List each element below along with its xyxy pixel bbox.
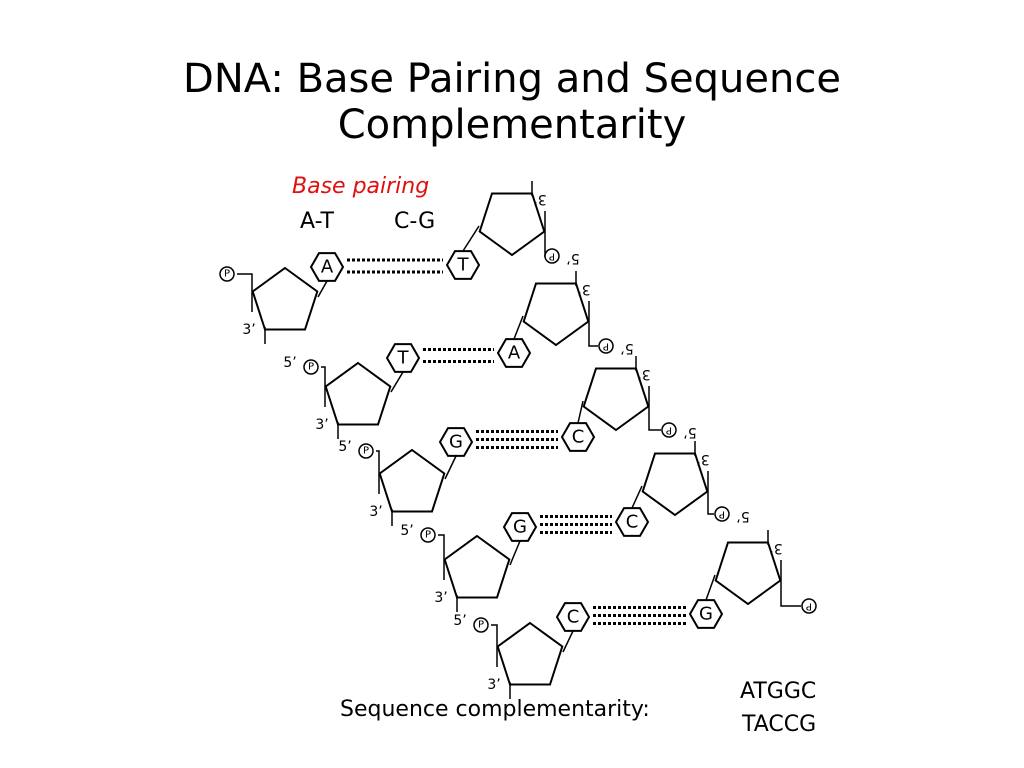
right-sugar-base-connector — [462, 225, 480, 252]
left-base-hexagon — [438, 427, 474, 457]
left-5prime-label: 5’ — [453, 613, 466, 629]
right-sugar-pentagon — [478, 192, 546, 257]
right-sugar-pentagon — [522, 282, 590, 347]
left-phosphate-circle — [219, 266, 235, 282]
right-phosphate-label: P — [806, 601, 812, 612]
right-phosphate-label: P — [666, 425, 672, 436]
right-5prime-label: 5’ — [620, 340, 633, 356]
left-3prime-label: 3’ — [487, 677, 500, 693]
right-phosphate-circle — [801, 598, 817, 614]
left-phosphate-circle — [420, 527, 436, 543]
left-sugar-pentagon — [496, 621, 564, 686]
left-base-hexagon — [502, 512, 538, 542]
right-base-label: A — [508, 343, 521, 364]
right-phosphate-circle — [714, 506, 730, 522]
right-base-label: T — [457, 255, 470, 276]
left-5prime-label: 5’ — [400, 523, 413, 539]
right-3prime-label: 3’ — [696, 451, 709, 467]
sequence-strand-2: TACCG — [742, 712, 817, 737]
left-backbone-line — [491, 624, 498, 667]
right-sugar-base-connector — [631, 485, 643, 509]
left-phosphate-circle — [358, 443, 374, 459]
left-base-label: C — [567, 607, 580, 628]
right-5prime-label: 5’ — [683, 424, 696, 440]
right-backbone-line — [707, 471, 714, 515]
left-3prime-label: 3’ — [242, 322, 255, 338]
left-sugar-pentagon — [251, 266, 319, 331]
legend-title: Base pairing — [292, 174, 430, 199]
right-sugar-base-connector — [577, 400, 584, 424]
left-sugar-base-connector — [390, 371, 404, 393]
left-sugar-base-connector — [444, 455, 457, 480]
left-base-label: G — [513, 517, 527, 538]
right-3prime-label: 3’ — [577, 281, 590, 297]
right-base-label: C — [626, 512, 639, 533]
left-phosphate-label: P — [425, 530, 431, 541]
page-title: DNA: Base Pairing and Sequence Complemen… — [0, 56, 1024, 148]
right-sugar-pentagon — [714, 541, 782, 606]
page-title-line2: Complementarity — [337, 102, 687, 148]
right-5prime-label: 5’ — [566, 250, 579, 266]
left-sugar-base-connector — [509, 540, 521, 566]
right-phosphate-label: P — [719, 509, 725, 520]
left-base-label: A — [321, 257, 334, 278]
right-backbone-line — [544, 211, 546, 257]
left-backbone-line — [321, 366, 326, 407]
left-phosphate-label: P — [478, 620, 484, 631]
right-phosphate-label: P — [603, 341, 609, 352]
legend-pair-at: A-T — [300, 209, 334, 234]
right-phosphate-circle — [544, 248, 560, 264]
left-base-label: T — [397, 348, 410, 369]
right-phosphate-circle — [598, 338, 614, 354]
left-sugar-pentagon — [378, 448, 446, 513]
left-3prime-label: 3’ — [369, 504, 382, 520]
right-sugar-pentagon — [582, 367, 650, 432]
left-base-label: G — [449, 432, 463, 453]
left-backbone-line — [376, 450, 380, 494]
right-backbone-line — [648, 386, 661, 431]
left-base-hexagon — [385, 343, 421, 373]
left-sugar-base-connector — [562, 630, 574, 653]
right-backbone-line — [780, 560, 801, 607]
left-phosphate-circle — [303, 359, 319, 375]
left-3prime-label: 3’ — [315, 417, 328, 433]
left-sugar-pentagon — [324, 361, 392, 426]
right-3prime-label: 3’ — [769, 540, 782, 556]
right-phosphate-circle — [661, 422, 677, 438]
left-base-hexagon — [555, 602, 591, 632]
right-sugar-base-connector — [705, 574, 716, 601]
right-base-label: C — [572, 427, 585, 448]
left-backbone-line — [237, 273, 253, 312]
left-3prime-label: 3’ — [434, 590, 447, 606]
sequence-label: Sequence complementarity: — [340, 697, 650, 722]
left-phosphate-label: P — [308, 362, 314, 373]
right-base-label: G — [699, 604, 713, 625]
right-3prime-label: 3’ — [533, 191, 546, 207]
left-base-hexagon — [309, 252, 345, 282]
right-backbone-line — [588, 301, 598, 347]
right-sugar-base-connector — [513, 315, 524, 340]
left-phosphate-label: P — [363, 446, 369, 457]
left-phosphate-label: P — [224, 269, 230, 280]
right-base-hexagon — [496, 338, 532, 368]
legend-pair-cg: C-G — [394, 209, 436, 234]
page-title-line1: DNA: Base Pairing and Sequence — [183, 56, 841, 102]
right-3prime-label: 3’ — [637, 366, 650, 382]
right-5prime-label: 5’ — [736, 508, 749, 524]
right-base-hexagon — [560, 422, 596, 452]
left-sugar-pentagon — [443, 534, 511, 599]
left-5prime-label: 5’ — [283, 355, 296, 371]
right-phosphate-label: P — [549, 251, 555, 262]
left-phosphate-circle — [473, 617, 489, 633]
sequence-strand-1: ATGGC — [740, 679, 817, 704]
right-sugar-pentagon — [641, 452, 709, 517]
right-base-hexagon — [688, 599, 724, 629]
right-base-hexagon — [445, 250, 481, 280]
left-backbone-line — [438, 534, 445, 580]
left-5prime-label: 5’ — [338, 439, 351, 455]
right-base-hexagon — [614, 507, 650, 537]
left-sugar-base-connector — [317, 280, 328, 298]
